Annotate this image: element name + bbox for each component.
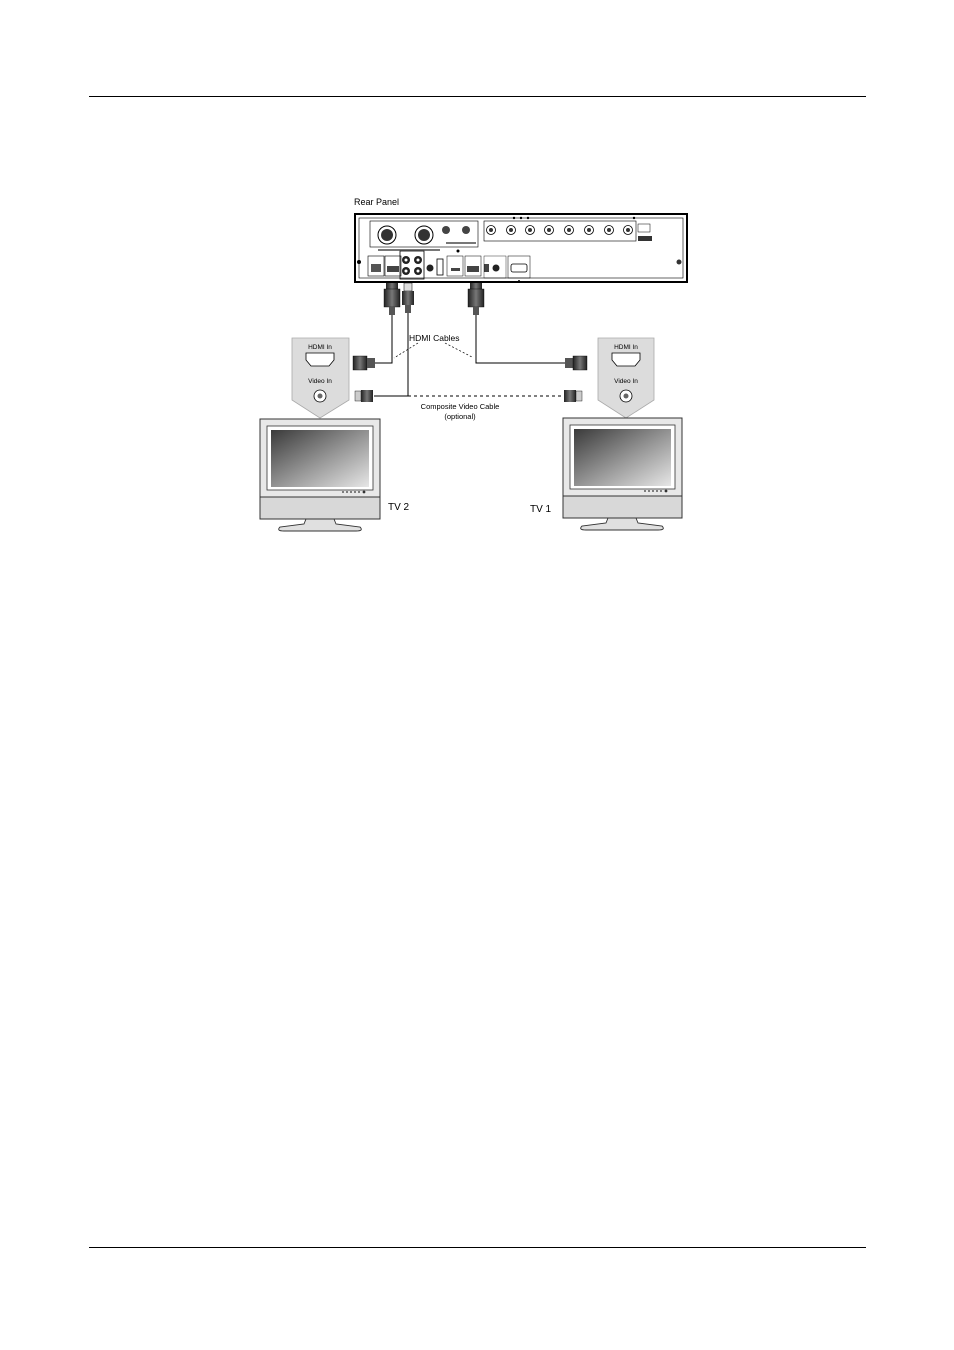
tv2-rca-plug	[354, 390, 373, 402]
tv1-video-in-label: Video In	[614, 378, 638, 385]
footer-rule	[89, 1247, 866, 1248]
panel-hdmi-plug-right	[467, 283, 485, 315]
rear-panel-label: Rear Panel	[354, 197, 399, 207]
hdmi-cables-label: HDMI Cables	[409, 333, 460, 343]
composite-cable-tv2	[374, 313, 409, 397]
composite-cable-label: Composite Video Cable	[421, 402, 500, 411]
composite-cable-note: (optional)	[444, 412, 476, 421]
tv2-hdmi-plug	[352, 355, 375, 371]
tv1-label: TV 1	[530, 504, 552, 515]
tv2-hdmi-port-icon	[305, 352, 335, 367]
hdmi-pointer-left	[393, 342, 419, 359]
hdmi-cable-tv1	[475, 315, 565, 364]
tv1-hdmi-plug	[565, 355, 588, 371]
tv1-icon	[562, 417, 683, 531]
tv1-rca-plug	[564, 390, 583, 402]
tv1-port-badge: HDMI In Video In	[597, 337, 655, 419]
rear-panel	[354, 213, 688, 283]
panel-hdmi-plug-left	[383, 283, 401, 315]
tv2-icon	[259, 418, 381, 532]
tv2-video-in-label: Video In	[308, 378, 332, 385]
tv2-label: TV 2	[388, 502, 410, 513]
panel-rca-plug	[402, 282, 414, 313]
header-rule	[89, 96, 866, 97]
tv1-hdmi-port-icon	[611, 352, 641, 367]
tv2-port-badge: HDMI In Video In	[291, 337, 350, 419]
hdmi-cable-tv2	[373, 315, 393, 364]
tv2-hdmi-in-label: HDMI In	[308, 344, 332, 351]
tv1-hdmi-in-label: HDMI In	[614, 344, 638, 351]
hdmi-pointer-right	[444, 342, 473, 358]
